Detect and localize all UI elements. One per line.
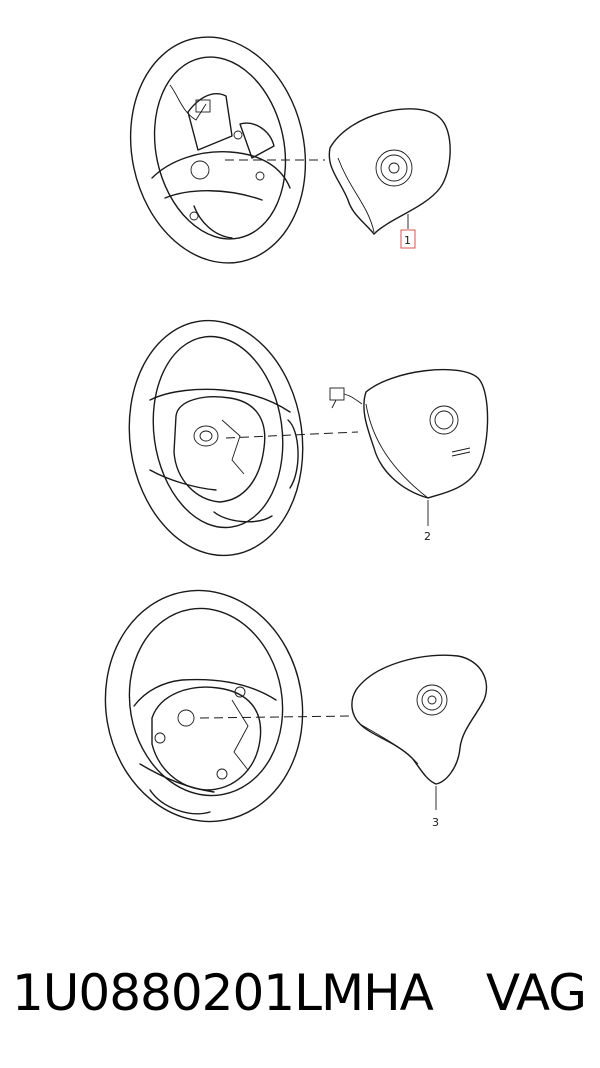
callout-1-highlight: [400, 229, 416, 249]
callout-1-label: 1: [404, 234, 411, 247]
part-footer: 1U0880201LMHA VAG: [0, 958, 600, 1028]
brand-label: VAG: [485, 964, 587, 1022]
airbag-module-2: [329, 368, 489, 499]
callout-3-label: 3: [432, 816, 439, 829]
airbag-module-1: [328, 108, 451, 236]
part-number: 1U0880201LMHA: [12, 964, 434, 1022]
steering-wheel-2: [128, 319, 304, 557]
steering-wheel-3: [104, 589, 304, 823]
steering-wheel-1: [129, 36, 307, 264]
airbag-module-3: [351, 654, 488, 785]
airbag-parts-diagram: 1 2: [104, 36, 489, 829]
callout-2-label: 2: [424, 530, 431, 543]
leader-line-3: [199, 715, 351, 719]
leader-line-2: [225, 431, 359, 439]
